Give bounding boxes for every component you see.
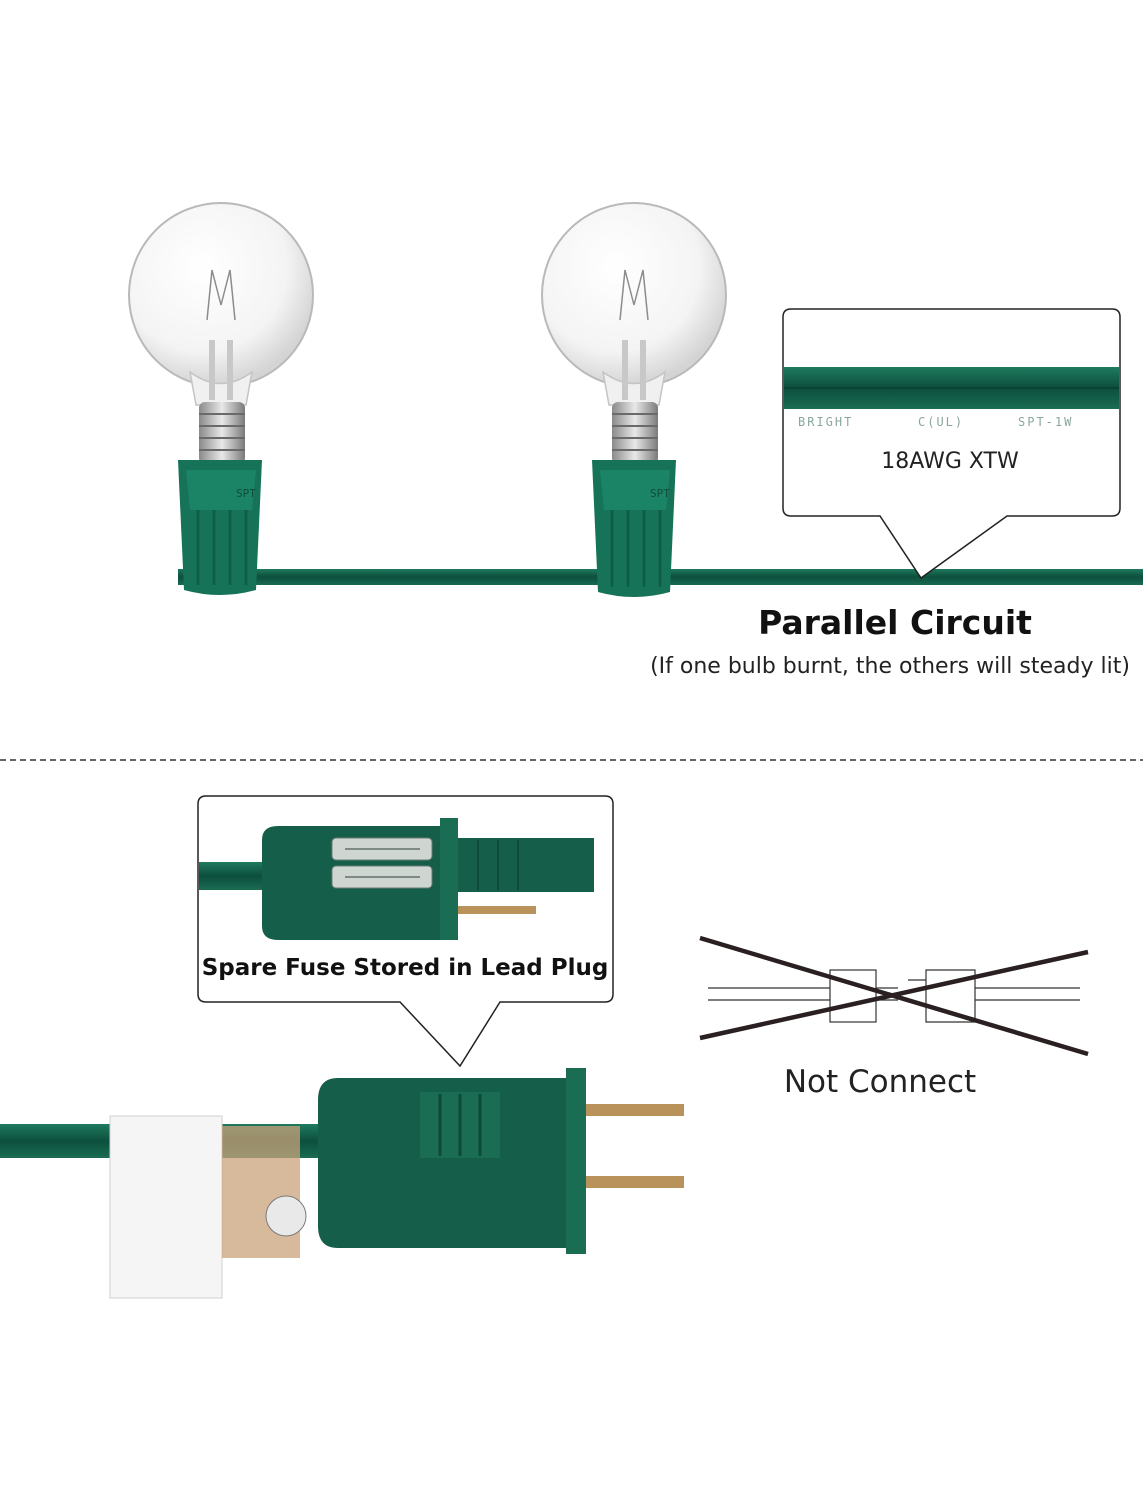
not-connect-label: Not Connect <box>783 1064 977 1100</box>
bulb-1: SPT <box>128 202 314 595</box>
fuse-icon <box>331 837 433 889</box>
wire-gauge-label: 18AWG XTW <box>881 449 1019 474</box>
wire-callout: BRIGHT C(UL) SPT-1W <box>782 308 1121 580</box>
cord-print-cert: C(UL) <box>918 415 964 429</box>
fuse-callout <box>197 795 614 1068</box>
cross-icon <box>699 935 1089 1057</box>
cord-print-brand: BRIGHT <box>798 415 853 429</box>
bulb-2: SPT <box>541 202 727 597</box>
lead-plug <box>0 1068 684 1299</box>
bulb-icon <box>128 202 314 464</box>
spare-fuse-label: Spare Fuse Stored in Lead Plug <box>201 955 609 981</box>
parallel-circuit-subtitle: (If one bulb burnt, the others will stea… <box>650 654 1130 679</box>
socket-print: SPT <box>650 487 670 500</box>
plug-icon <box>318 1068 684 1254</box>
socket-icon: SPT <box>178 460 262 595</box>
cord-print-type: SPT-1W <box>1018 415 1073 429</box>
socket-print: SPT <box>236 487 256 500</box>
not-connect-illustration <box>699 935 1089 1057</box>
bulb-icon <box>541 202 727 464</box>
socket-icon: SPT <box>592 460 676 597</box>
parallel-circuit-title: Parallel Circuit <box>758 603 1032 642</box>
